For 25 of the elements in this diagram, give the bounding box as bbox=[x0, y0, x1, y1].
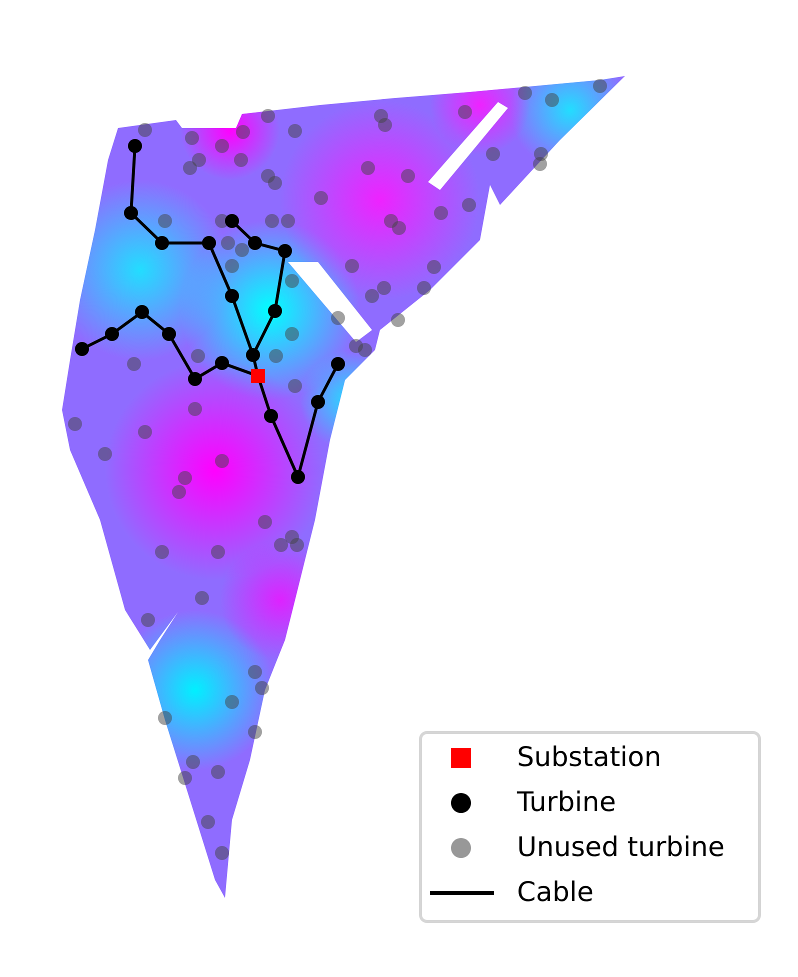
legend-label: Substation bbox=[517, 742, 662, 774]
cable-line bbox=[235, 224, 252, 240]
legend-label: Turbine bbox=[517, 787, 616, 819]
cable-line bbox=[227, 364, 253, 376]
cable-line bbox=[86, 335, 108, 348]
legend-label: Cable bbox=[517, 877, 594, 909]
cable-line bbox=[258, 381, 271, 411]
cable-line bbox=[210, 248, 231, 292]
cable-line bbox=[254, 316, 274, 350]
cable-line bbox=[272, 420, 297, 472]
cable-line bbox=[274, 256, 286, 306]
cable-line bbox=[134, 216, 159, 240]
cable-line bbox=[298, 407, 318, 472]
cable-line bbox=[170, 338, 194, 375]
cable-line bbox=[146, 314, 166, 332]
cable-line bbox=[168, 242, 203, 244]
cable-line bbox=[199, 364, 218, 378]
cable-line bbox=[252, 360, 258, 370]
substation-square bbox=[251, 369, 265, 383]
cable-line bbox=[260, 243, 280, 251]
legend-label: Unused turbine bbox=[517, 832, 725, 864]
cable-line bbox=[319, 368, 337, 398]
cable-line bbox=[130, 152, 136, 208]
cable-line bbox=[232, 301, 252, 350]
cable-line bbox=[116, 314, 138, 332]
